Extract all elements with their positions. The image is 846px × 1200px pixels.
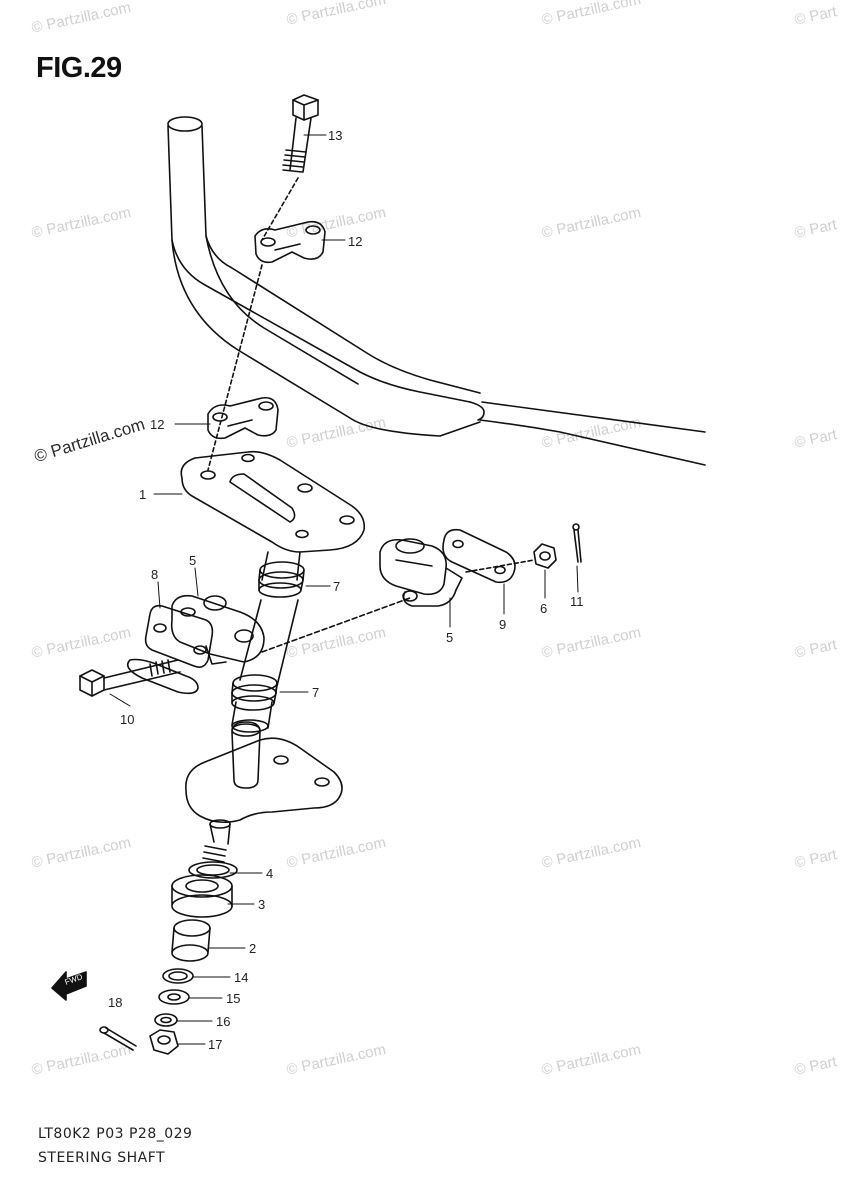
handlebar	[167, 116, 706, 466]
leader-lines	[109, 134, 579, 1045]
part-10-bolt	[79, 658, 199, 697]
part-12-upper-holder	[254, 220, 326, 264]
part-2-collar	[171, 919, 211, 962]
callout-2: 2	[249, 941, 256, 956]
part-8-lock-plate	[144, 604, 214, 668]
callout-11: 11	[570, 594, 584, 609]
alignment-line	[261, 597, 411, 653]
callout-8: 8	[151, 567, 158, 582]
callout-5: 5	[189, 553, 196, 568]
callout-18: 18	[108, 995, 122, 1010]
callout-7: 7	[333, 579, 340, 594]
callout-9: 9	[499, 617, 506, 632]
part-3-bearing	[171, 874, 233, 918]
callout-6: 6	[540, 601, 547, 616]
callout-15: 15	[226, 991, 240, 1006]
part-15-washer	[158, 989, 190, 1005]
callout-12: 12	[150, 417, 164, 432]
callout-5: 5	[446, 630, 453, 645]
callout-12: 12	[348, 234, 362, 249]
lower-shaft-stud	[202, 819, 231, 863]
callout-16: 16	[216, 1014, 230, 1029]
part-12-lower-holder	[207, 396, 279, 440]
callout-4: 4	[266, 866, 273, 881]
callout-1: 1	[139, 487, 146, 502]
part-11-cotter-pin	[572, 523, 582, 563]
callout-17: 17	[208, 1037, 222, 1052]
figure-description: STEERING SHAFT	[38, 1150, 166, 1166]
figure-title: FIG.29	[36, 52, 122, 84]
part-13-bolt	[261, 94, 319, 241]
callout-10: 10	[120, 712, 134, 727]
part-6-castle-nut	[533, 543, 557, 569]
part-7-bushing-upper	[258, 561, 305, 598]
part-9-plate	[442, 528, 516, 584]
alignment-line	[207, 264, 263, 471]
lower-bracket	[185, 721, 343, 824]
callout-7: 7	[312, 685, 319, 700]
part-5-left-tie-rod-end	[170, 594, 265, 665]
part-7-bushing-lower	[231, 674, 278, 711]
callout-3: 3	[258, 897, 265, 912]
figure-code: LT80K2 P03 P28_029	[38, 1126, 193, 1142]
part-5-right-tie-rod-end	[379, 538, 463, 607]
callout-13: 13	[328, 128, 342, 143]
callout-14: 14	[234, 970, 248, 985]
forward-arrow-icon	[51, 971, 87, 1001]
alignment-line	[465, 559, 535, 573]
part-18-cotter-pin	[99, 1026, 137, 1051]
part-16-washer	[154, 1013, 178, 1027]
part-14-washer	[162, 968, 194, 984]
part-17-castle-nut	[149, 1029, 179, 1055]
